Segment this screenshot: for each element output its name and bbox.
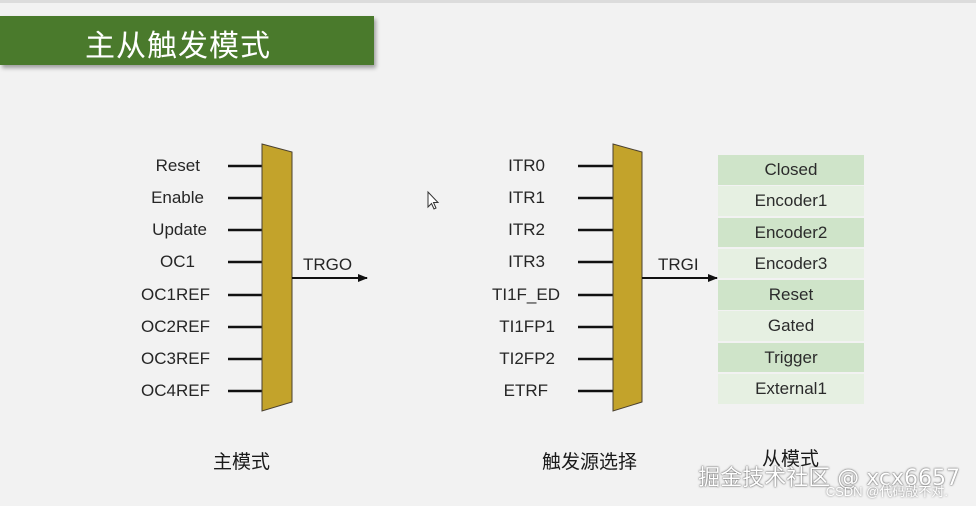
trgo-label: TRGO (303, 255, 353, 274)
master-input-label: Enable (151, 188, 204, 207)
master-input-label: OC2REF (141, 317, 210, 336)
trigger-input-label: ITR3 (508, 252, 545, 271)
slave-mode-item: Encoder2 (718, 217, 864, 248)
master-input-label: OC3REF (141, 349, 210, 368)
slave-mode-item: Trigger (718, 342, 864, 373)
top-rule (0, 0, 976, 3)
master-input-lines (228, 164, 262, 393)
slave-mode-item: Closed (718, 155, 864, 185)
slave-mode-caption: 从模式 (762, 448, 820, 470)
slave-mode-item: Gated (718, 311, 864, 341)
slave-mode-table: Closed Encoder1 Encoder2 Encoder3 Reset … (718, 155, 864, 405)
trigger-input-label: TI2FP2 (499, 349, 555, 368)
master-mode-caption: 主模式 (213, 451, 271, 473)
title-banner: 主从触发模式 (0, 16, 374, 65)
trigger-input-label: ITR2 (508, 220, 545, 239)
trigger-input-label: TI1F_ED (491, 285, 560, 304)
master-mux (261, 143, 293, 412)
slave-mode-item: Encoder3 (718, 248, 864, 279)
master-input-label: OC1 (160, 252, 195, 271)
mouse-cursor-icon (427, 190, 440, 210)
slave-mode-item: External1 (718, 374, 864, 404)
watermark-main: 掘金技术社区 @ xcx6657 (698, 466, 960, 491)
trigger-input-label: ITR1 (508, 188, 545, 207)
trgi-label: TRGI (658, 255, 699, 274)
trigger-input-label: ETRF (503, 381, 548, 400)
master-input-label: Reset (155, 156, 200, 175)
slave-mode-item: Encoder1 (718, 186, 864, 216)
slave-mode-item: Reset (718, 280, 864, 310)
trigger-mux (612, 143, 643, 412)
master-input-label: Update (152, 220, 207, 239)
page-title: 主从触发模式 (85, 29, 271, 64)
watermark-sub: CSDN @代码敲不对. (825, 484, 948, 499)
master-input-label: OC1REF (141, 285, 210, 304)
trigger-input-label: TI1FP1 (499, 317, 555, 336)
master-input-label: OC4REF (141, 381, 210, 400)
trigger-input-lines (578, 164, 613, 393)
trigger-source-caption: 触发源选择 (542, 451, 638, 473)
trigger-input-label: ITR0 (508, 156, 545, 175)
